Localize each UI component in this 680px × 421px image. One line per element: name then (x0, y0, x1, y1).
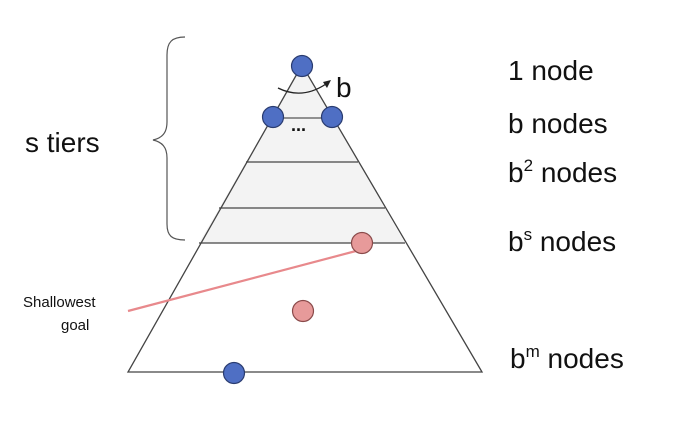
s-tiers-region (199, 65, 405, 243)
level-label-1: 1 node (508, 55, 594, 86)
ellipsis: ... (291, 115, 306, 135)
level-label-bm: bm nodes (510, 342, 624, 374)
child-node-right (320, 105, 344, 129)
arrow-head-icon (323, 80, 331, 88)
child-node-left (261, 105, 285, 129)
goal-label-line2: goal (61, 317, 89, 334)
level-label-b: b nodes (508, 108, 608, 139)
tree-triangle (126, 63, 484, 373)
level-label-b2: b2 nodes (508, 156, 617, 188)
leaf-node (222, 361, 246, 385)
s-tiers-label: s tiers (25, 127, 100, 158)
branching-arrow (277, 83, 327, 94)
root-node (290, 54, 314, 78)
branching-factor-label: b (336, 72, 352, 103)
goal-label-line1: Shallowest (23, 294, 96, 311)
s-tiers-brace (152, 36, 186, 241)
goal-pointer-line (127, 249, 357, 313)
level-label-bs: bs nodes (508, 225, 616, 257)
goal-node (291, 299, 315, 323)
shallowest-goal-node (350, 231, 374, 255)
